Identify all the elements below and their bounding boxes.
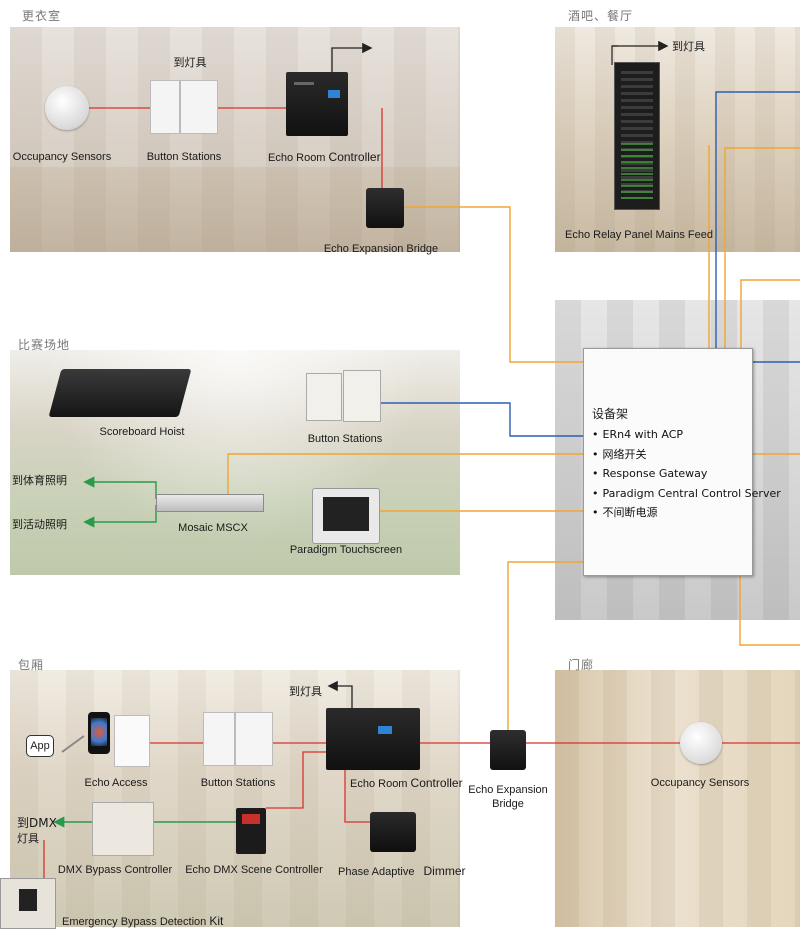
echo-room-controller-label-b: Controller	[328, 150, 381, 164]
scoreboard-hoist-icon	[48, 369, 192, 417]
wire-red	[266, 751, 326, 809]
to-dmx-label-b: 灯具	[17, 832, 39, 845]
rack-item: ERn4 with ACP	[592, 425, 781, 445]
occupancy-sensors-label: Occupancy Sensors	[12, 151, 112, 163]
button-station-icon	[306, 373, 342, 421]
section-title-arena: 比赛场地	[18, 338, 71, 352]
mosaic-mscx-label: Mosaic MSCX	[178, 522, 248, 534]
suite-echo-room-controller-label-a: Echo Room	[350, 778, 408, 790]
wire-blue	[715, 91, 800, 348]
button-station-icon	[343, 370, 381, 422]
rack-title: 设备架	[592, 407, 629, 421]
lobby-panel	[555, 670, 800, 927]
echo-access-label: Echo Access	[84, 777, 148, 789]
mosaic-mscx-icon	[156, 494, 264, 512]
section-title-bar: 酒吧、餐厅	[568, 9, 634, 23]
rack-item: Paradigm Central Control Server	[592, 484, 781, 504]
echo-room-controller-label: Echo Room Controller	[268, 150, 381, 164]
occupancy-sensor-icon	[45, 86, 89, 130]
bridge-label-line1: Echo Expansion	[468, 784, 548, 796]
wire-red	[344, 762, 370, 823]
lobby-occupancy-sensors-label: Occupancy Sensors	[650, 777, 750, 789]
phone-icon	[88, 712, 110, 754]
suite-echo-room-controller-label-b: Controller	[410, 776, 463, 790]
occupancy-sensor-icon	[680, 722, 722, 764]
emergency-kit-label: Emergency Bypass Detection Kit	[62, 914, 223, 928]
to-dmx-label-a: 到DMX	[17, 816, 57, 830]
arena-button-stations-label: Button Stations	[307, 433, 383, 445]
button-station-icon	[180, 80, 218, 134]
phase-adaptive-label-b: Dimmer	[423, 864, 466, 878]
bar-to-lights-label: 到灯具	[672, 40, 705, 53]
suite-echo-room-controller-label: Echo Room Controller	[350, 776, 463, 790]
emergency-kit-label-b: Kit	[209, 914, 224, 928]
dmx-bypass-label: DMX Bypass Controller	[57, 864, 173, 876]
echo-room-controller-label-a: Echo Room	[268, 152, 326, 164]
echo-dmx-scene-controller-icon	[236, 808, 266, 854]
relay-panel-label: Echo Relay Panel Mains Feed	[565, 229, 713, 241]
wire-orange	[740, 279, 800, 348]
to-event-lighting-label: 到活动照明	[12, 518, 67, 531]
rack-item: 不间断电源	[592, 503, 781, 523]
bridge-label-line2: Bridge	[492, 798, 524, 810]
phase-adaptive-label-a: Phase Adaptive	[338, 866, 415, 878]
app-badge: App	[26, 735, 54, 757]
phase-adaptive-dimmer-icon	[370, 812, 416, 852]
expansion-bridge-label: Echo Expansion Bridge	[323, 243, 439, 255]
phase-adaptive-dimmer-label: Phase Adaptive Dimmer	[338, 864, 466, 878]
wire-orange	[227, 453, 583, 497]
wire-to-lights	[327, 680, 353, 708]
wire-orange	[405, 206, 583, 363]
scoreboard-hoist-label: Scoreboard Hoist	[99, 426, 185, 438]
wire-green	[83, 476, 157, 499]
rack-item: Response Gateway	[592, 464, 781, 484]
paradigm-touchscreen-label: Paradigm Touchscreen	[289, 544, 403, 556]
echo-room-controller-icon	[286, 72, 348, 136]
to-lights-label: 到灯具	[173, 56, 207, 69]
locker-room-panel	[10, 27, 460, 252]
expansion-bridge-icon	[366, 188, 404, 228]
wireless-signal	[61, 735, 85, 753]
button-station-icon	[203, 712, 235, 766]
button-stations-label: Button Stations	[146, 151, 222, 163]
echo-dmx-scene-label: Echo DMX Scene Controller	[185, 864, 323, 876]
dmx-bypass-controller-icon	[92, 802, 154, 856]
wire-orange	[507, 561, 583, 730]
wire-green	[83, 505, 157, 528]
button-station-icon	[235, 712, 273, 766]
to-sports-lighting-label: 到体育照明	[12, 474, 67, 487]
wire-orange	[739, 574, 800, 646]
equipment-rack: 设备架 ERn4 with ACP 网络开关 Response Gateway …	[583, 348, 781, 576]
relay-panel-icon	[614, 62, 660, 210]
section-title-locker-room: 更衣室	[22, 9, 62, 23]
echo-access-icon	[114, 715, 150, 767]
emergency-kit-label-a: Emergency Bypass Detection	[62, 916, 207, 928]
echo-room-controller-icon	[326, 708, 420, 770]
button-station-icon	[150, 80, 180, 134]
suite-button-stations-label: Button Stations	[200, 777, 276, 789]
rack-item: 网络开关	[592, 445, 781, 465]
emergency-bypass-kit-icon	[0, 878, 56, 929]
bar-panel	[555, 27, 800, 252]
suite-to-lights-label: 到灯具	[289, 685, 322, 698]
wire-orange	[724, 147, 800, 348]
paradigm-touchscreen-icon	[312, 488, 380, 544]
section-title-lobby: 门廊	[568, 658, 595, 672]
wire-to-lights	[331, 42, 373, 72]
wire-blue	[378, 402, 583, 437]
expansion-bridge-icon	[490, 730, 526, 770]
rack-item-list: ERn4 with ACP 网络开关 Response Gateway Para…	[592, 425, 781, 523]
section-title-suite: 包厢	[18, 658, 45, 672]
